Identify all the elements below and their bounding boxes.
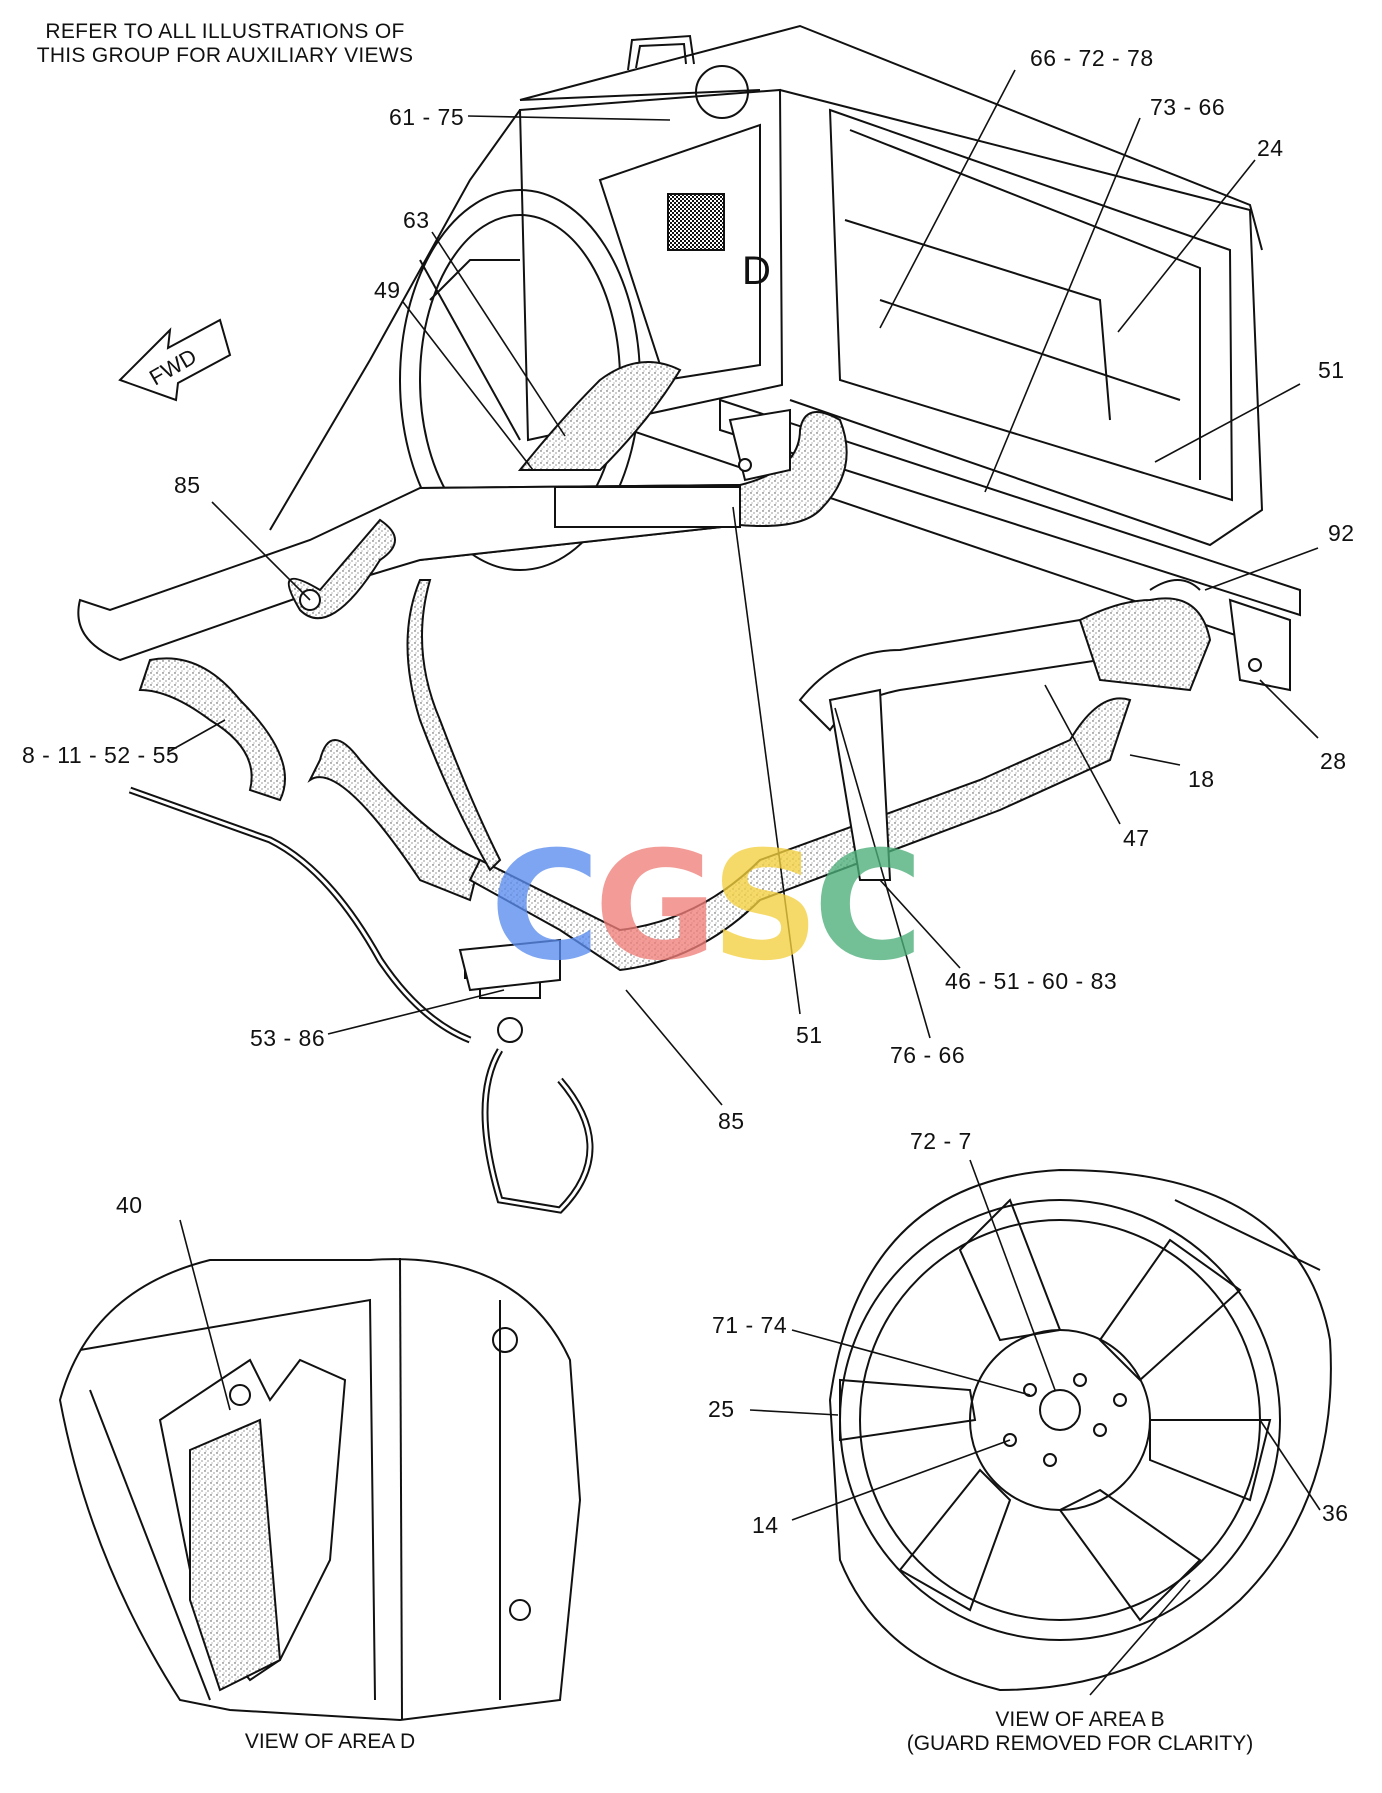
watermark-letter-2: G — [594, 820, 717, 994]
pipe-assembly — [77, 361, 1212, 1214]
callout-40: 40 — [116, 1192, 143, 1218]
callout-46-51-60-83: 46 - 51 - 60 - 83 — [945, 968, 1118, 994]
callout-36: 36 — [1322, 1500, 1349, 1526]
callout-28: 28 — [1320, 748, 1347, 774]
caption-view-area-b-line1: VIEW OF AREA B — [995, 1708, 1165, 1731]
callout-73-66: 73 - 66 — [1150, 94, 1226, 120]
radiator-housing — [269, 24, 1301, 641]
callout-18: 18 — [1188, 766, 1215, 792]
caption-view-area-b: VIEW OF AREA B (GUARD REMOVED FOR CLARIT… — [880, 1708, 1280, 1756]
fan-leader-lines — [179, 1159, 1321, 1696]
callout-76-66: 76 - 66 — [890, 1042, 966, 1068]
caption-view-area-b-line2: (GUARD REMOVED FOR CLARITY) — [906, 1732, 1254, 1755]
callout-66-72-78: 66 - 72 - 78 — [1030, 45, 1154, 71]
callout-14: 14 — [752, 1512, 779, 1538]
callout-53-86: 53 - 86 — [250, 1025, 326, 1051]
callout-24: 24 — [1257, 135, 1284, 161]
callout-71-74: 71 - 74 — [712, 1312, 788, 1338]
callout-51-bottom: 51 — [796, 1022, 823, 1048]
callout-8-11-52-55: 8 - 11 - 52 - 55 — [22, 742, 180, 768]
callout-61-75: 61 - 75 — [389, 104, 465, 130]
leader-lines — [167, 69, 1319, 1106]
callout-51-right: 51 — [1318, 357, 1345, 383]
callout-49: 49 — [374, 277, 401, 303]
watermark-letter-1: C — [490, 820, 600, 994]
callout-47: 47 — [1123, 825, 1150, 851]
view-area-b-fan — [828, 1168, 1332, 1692]
header-note-line1: REFER TO ALL ILLUSTRATIONS OF — [45, 20, 405, 43]
callout-85-bottom: 85 — [718, 1108, 745, 1134]
fwd-arrow-icon: FWD — [118, 318, 232, 402]
watermark-letter-3: S — [711, 820, 819, 994]
callout-92: 92 — [1328, 520, 1355, 546]
caption-view-area-d: VIEW OF AREA D — [244, 1730, 416, 1753]
callout-85-top: 85 — [174, 472, 201, 498]
watermark-letter-4: C — [813, 820, 923, 994]
callout-72-7: 72 - 7 — [910, 1128, 972, 1154]
view-area-d — [58, 1257, 582, 1722]
callout-25: 25 — [708, 1396, 735, 1422]
brackets — [458, 408, 1291, 992]
callout-63: 63 — [403, 207, 430, 233]
area-marker: D — [742, 249, 771, 293]
header-note: REFER TO ALL ILLUSTRATIONS OF THIS GROUP… — [20, 20, 430, 68]
header-note-line2: THIS GROUP FOR AUXILIARY VIEWS — [36, 44, 414, 67]
watermark: CGSC — [490, 820, 923, 994]
